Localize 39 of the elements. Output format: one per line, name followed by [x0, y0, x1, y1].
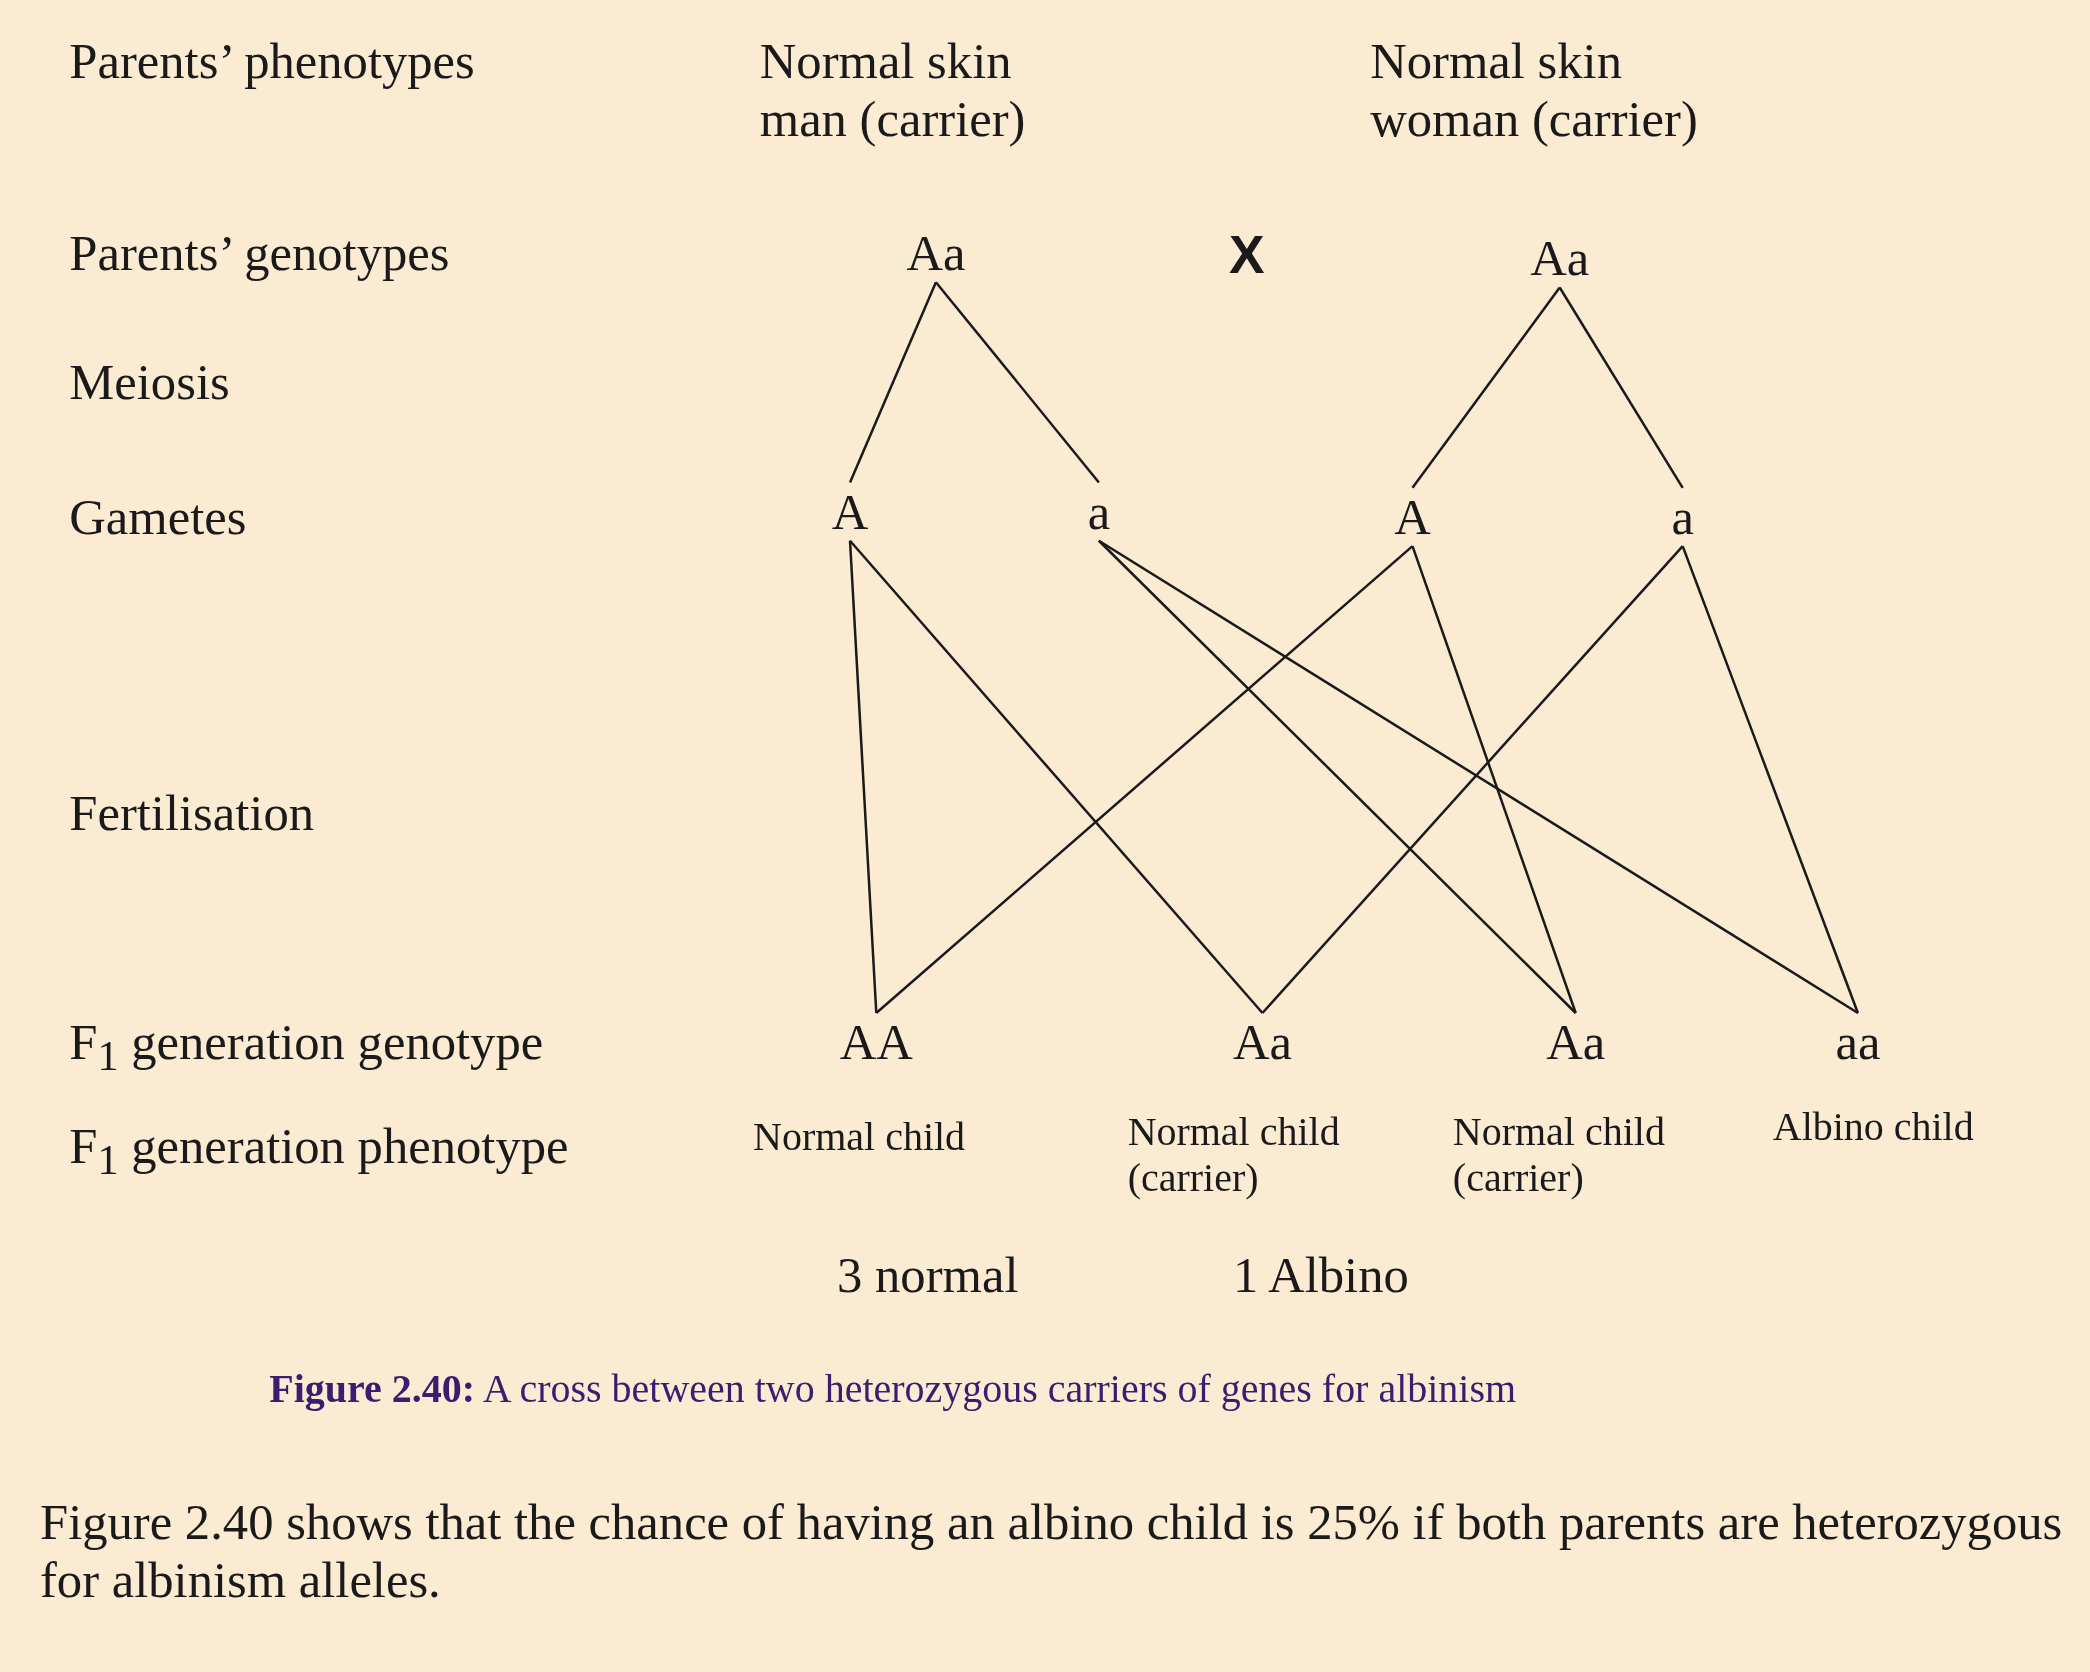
genotype-text: A: [1394, 487, 1431, 547]
genotype-text: aa: [1835, 1013, 1881, 1072]
connector-line: [934, 281, 1100, 484]
connector-line: [1411, 286, 1561, 489]
row-label: Parents’ phenotypes: [69, 32, 475, 91]
ratio-text: 1 Albino: [1232, 1246, 1409, 1305]
genotype-text: a: [1671, 487, 1694, 547]
row-label: F$_{1}$ generation genotype: [69, 1013, 544, 1081]
phenotype-text: Normal skin woman (carrier): [1370, 32, 1699, 149]
row-label: Fertilisation: [69, 783, 315, 842]
phenotype-text: Albino child: [1772, 1103, 1975, 1150]
phenotype-text: Normal skin man (carrier): [759, 32, 1027, 149]
connector-line: [1558, 286, 1684, 489]
genotype-text: A: [831, 482, 869, 541]
ratio-text: 3 normal: [837, 1246, 1019, 1305]
genotype-text: AA: [839, 1013, 913, 1072]
row-label: Parents’ genotypes: [69, 223, 450, 283]
connector-line: [1681, 545, 1860, 1014]
connector-line: [875, 545, 1414, 1014]
explanation-paragraph: Figure 2.40 shows that the chance of having an albino child is 25% if both parents are heterozygous for albinism alleles.: [40, 1492, 2064, 1610]
genotype-text: Aa: [1530, 229, 1590, 288]
connector-line: [848, 540, 878, 1014]
genotype-text: Aa: [1546, 1013, 1606, 1072]
genotype-text: Aa: [906, 223, 966, 283]
row-label: Meiosis: [69, 353, 230, 412]
connector-line: [1098, 539, 1859, 1015]
row-label: F$_{1}$ generation phenotype: [69, 1116, 569, 1185]
cross-sign: X: [1228, 223, 1265, 286]
connector-line: [848, 281, 938, 483]
figure-caption: Figure 2.40: A cross between two heterozygous carriers of genes for albinism: [269, 1366, 1517, 1413]
phenotype-text: Normal child (carrier): [1452, 1108, 1666, 1201]
row-label: Gametes: [69, 487, 247, 547]
genotype-text: a: [1087, 482, 1111, 541]
connector-line: [849, 539, 1264, 1014]
genotype-text: Aa: [1232, 1013, 1292, 1072]
phenotype-text: Normal child: [753, 1114, 967, 1161]
phenotype-text: Normal child (carrier): [1127, 1108, 1341, 1201]
connector-line: [1411, 545, 1577, 1014]
connector-line: [1261, 545, 1684, 1014]
